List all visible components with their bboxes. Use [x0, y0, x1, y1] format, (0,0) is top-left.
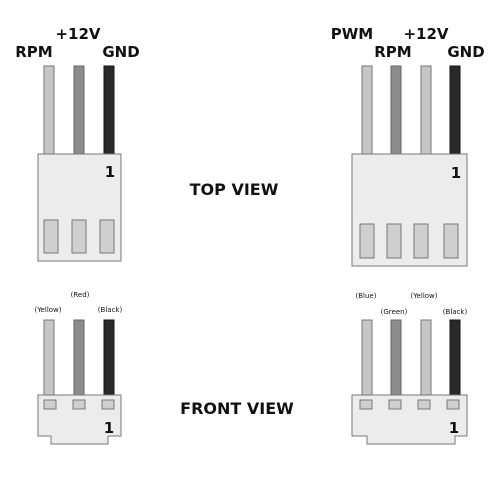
front-wire-4pin-black [449, 319, 461, 396]
label-4pin-pwm: PWM [331, 25, 373, 43]
front-wire-4pin-green [390, 319, 402, 396]
contact-4pin-1 [359, 399, 373, 410]
wire-4pin-gnd [449, 65, 461, 155]
pin-slot-4pin-3 [413, 223, 429, 259]
contact-3pin-3 [101, 399, 115, 410]
color-label-3pin-red: (Red) [71, 291, 90, 299]
color-label-4pin-green: (Green) [381, 308, 408, 316]
front-wire-3pin-yellow [43, 319, 55, 396]
wire-4pin-pwm [361, 65, 373, 155]
front-view-title: FRONT VIEW [180, 399, 294, 418]
pin-one-mark-3pin-top: 1 [105, 163, 115, 181]
front-wire-4pin-blue [361, 319, 373, 396]
pin-slot-4pin-2 [386, 223, 402, 259]
front-wire-4pin-yellow [420, 319, 432, 396]
label-3pin-rpm: RPM [15, 43, 52, 61]
housing-3pin-front [37, 394, 122, 445]
contact-3pin-2 [72, 399, 86, 410]
contact-3pin-1 [43, 399, 57, 410]
label-4pin-12v: +12V [403, 25, 448, 43]
wire-4pin-rpm [390, 65, 402, 155]
wire-4pin-12v [420, 65, 432, 155]
pin-slot-4pin-4 [443, 223, 459, 259]
front-wire-3pin-red [73, 319, 85, 396]
pin-slot-3pin-1 [43, 219, 59, 254]
color-label-4pin-yellow: (Yellow) [410, 292, 437, 300]
color-label-4pin-blue: (Blue) [356, 292, 377, 300]
pin-one-mark-4pin-top: 1 [451, 164, 461, 182]
contact-4pin-4 [446, 399, 460, 410]
contact-4pin-3 [417, 399, 431, 410]
contact-4pin-2 [388, 399, 402, 410]
wire-3pin-rpm [43, 65, 55, 155]
label-3pin-gnd: GND [102, 43, 139, 61]
three-pin-front-view: (Yellow) (Red) (Black) 1 [34, 291, 123, 445]
pin-slot-3pin-2 [71, 219, 87, 254]
four-pin-front-view: (Blue) (Green) (Yellow) (Black) 1 [351, 292, 468, 445]
top-view-title: TOP VIEW [190, 180, 279, 199]
pin-slot-3pin-3 [99, 219, 115, 254]
pin-one-mark-3pin-front: 1 [104, 419, 114, 437]
label-3pin-12v: +12V [55, 25, 100, 43]
wire-3pin-12v [73, 65, 85, 155]
wire-3pin-gnd [103, 65, 115, 155]
color-label-3pin-black: (Black) [98, 306, 123, 314]
housing-4pin-front [351, 394, 468, 445]
label-4pin-rpm: RPM [374, 43, 411, 61]
color-label-4pin-black: (Black) [443, 308, 468, 316]
three-pin-top-view: RPM +12V GND 1 [15, 25, 140, 262]
color-label-3pin-yellow: (Yellow) [34, 306, 61, 314]
pin-slot-4pin-1 [359, 223, 375, 259]
four-pin-top-view: PWM RPM +12V GND 1 [331, 25, 485, 267]
front-wire-3pin-black [103, 319, 115, 396]
pin-one-mark-4pin-front: 1 [449, 419, 459, 437]
label-4pin-gnd: GND [447, 43, 484, 61]
